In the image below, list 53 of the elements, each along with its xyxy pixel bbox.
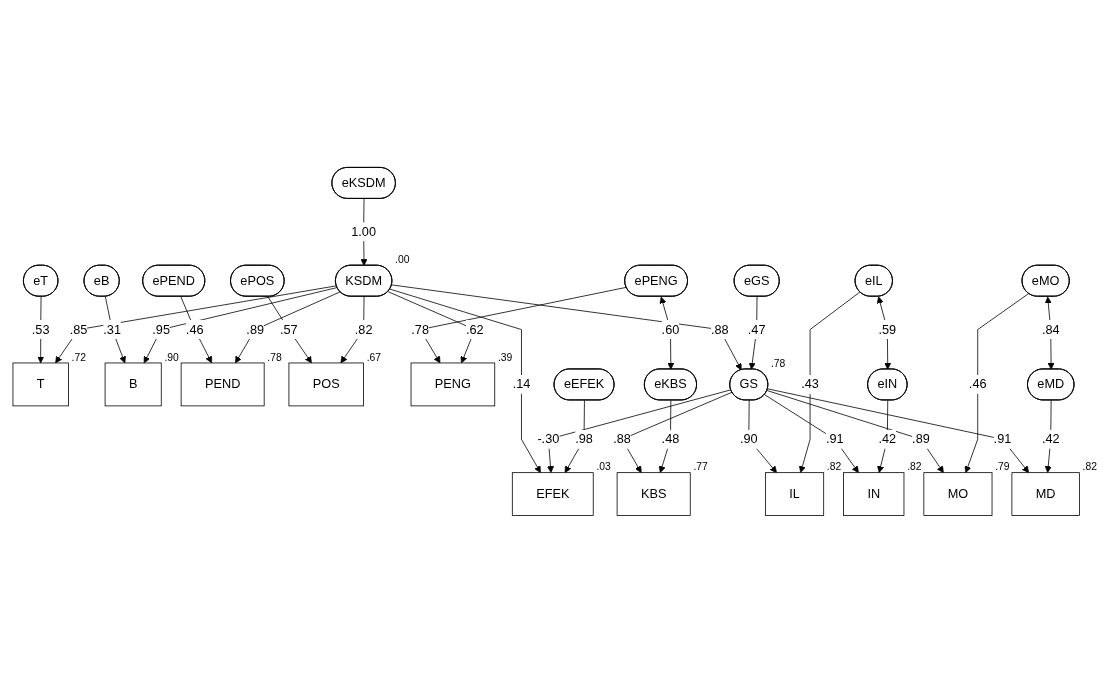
- edge-label: 1.00: [350, 224, 376, 238]
- edge-label: .88: [612, 431, 631, 446]
- r-squared-value: .82: [906, 460, 921, 472]
- edge-label: .82: [354, 321, 372, 336]
- edge-label: .14: [512, 376, 530, 391]
- r-squared-value: .00: [394, 253, 409, 265]
- node-box: T: [12, 362, 69, 406]
- edge-label: .85: [69, 321, 87, 336]
- node-box: IN: [842, 471, 904, 516]
- node-box: IL: [764, 471, 824, 516]
- edge-label: .42: [1041, 431, 1060, 446]
- r-squared-value: .03: [595, 460, 611, 472]
- edge-label: .53: [31, 321, 50, 336]
- node-box: PENG: [410, 362, 495, 406]
- edge-label: .48: [661, 431, 679, 446]
- edge-label: .47: [747, 321, 765, 336]
- node-box: POS: [288, 362, 364, 406]
- edge-label: .59: [878, 321, 896, 336]
- r-squared-value: .78: [770, 357, 785, 369]
- r-squared-value: .67: [366, 351, 381, 363]
- edge-label: .42: [878, 431, 896, 446]
- edge-label: .57: [279, 321, 298, 336]
- node-box: KBS: [616, 471, 691, 516]
- r-squared-value: .39: [497, 351, 512, 363]
- edge-label: .60: [661, 321, 679, 336]
- edge-label: .78: [410, 321, 429, 336]
- edge-label: .88: [710, 321, 729, 336]
- node-box: MD: [1011, 471, 1080, 516]
- node-box: B: [104, 362, 162, 406]
- r-squared-value: .90: [163, 351, 179, 363]
- edge-label: .62: [465, 321, 484, 336]
- r-squared-value: .82: [1082, 460, 1097, 472]
- edge-label: .84: [1041, 321, 1060, 336]
- node-box: EFEK: [511, 471, 594, 516]
- edge-label: .46: [185, 321, 204, 336]
- edge-label: .91: [993, 431, 1011, 446]
- edge-label: .90: [739, 431, 758, 446]
- edge-label: .43: [800, 376, 819, 391]
- edge-label: .91: [825, 431, 844, 446]
- edge-label: .98: [574, 431, 593, 446]
- edge-label: .46: [968, 376, 987, 391]
- edge-label: -.30: [536, 431, 559, 446]
- r-squared-value: .72: [71, 351, 86, 363]
- node-box: PEND: [180, 362, 265, 406]
- r-squared-value: .82: [826, 460, 841, 472]
- edge-label: .31: [102, 321, 121, 336]
- edge-label: .95: [151, 321, 170, 336]
- node-box: MO: [922, 471, 992, 516]
- edge-label: .89: [245, 321, 264, 336]
- r-squared-value: .77: [692, 460, 708, 472]
- r-squared-value: .79: [994, 460, 1010, 472]
- edge-label: .89: [911, 431, 930, 446]
- r-squared-value: .78: [266, 351, 282, 363]
